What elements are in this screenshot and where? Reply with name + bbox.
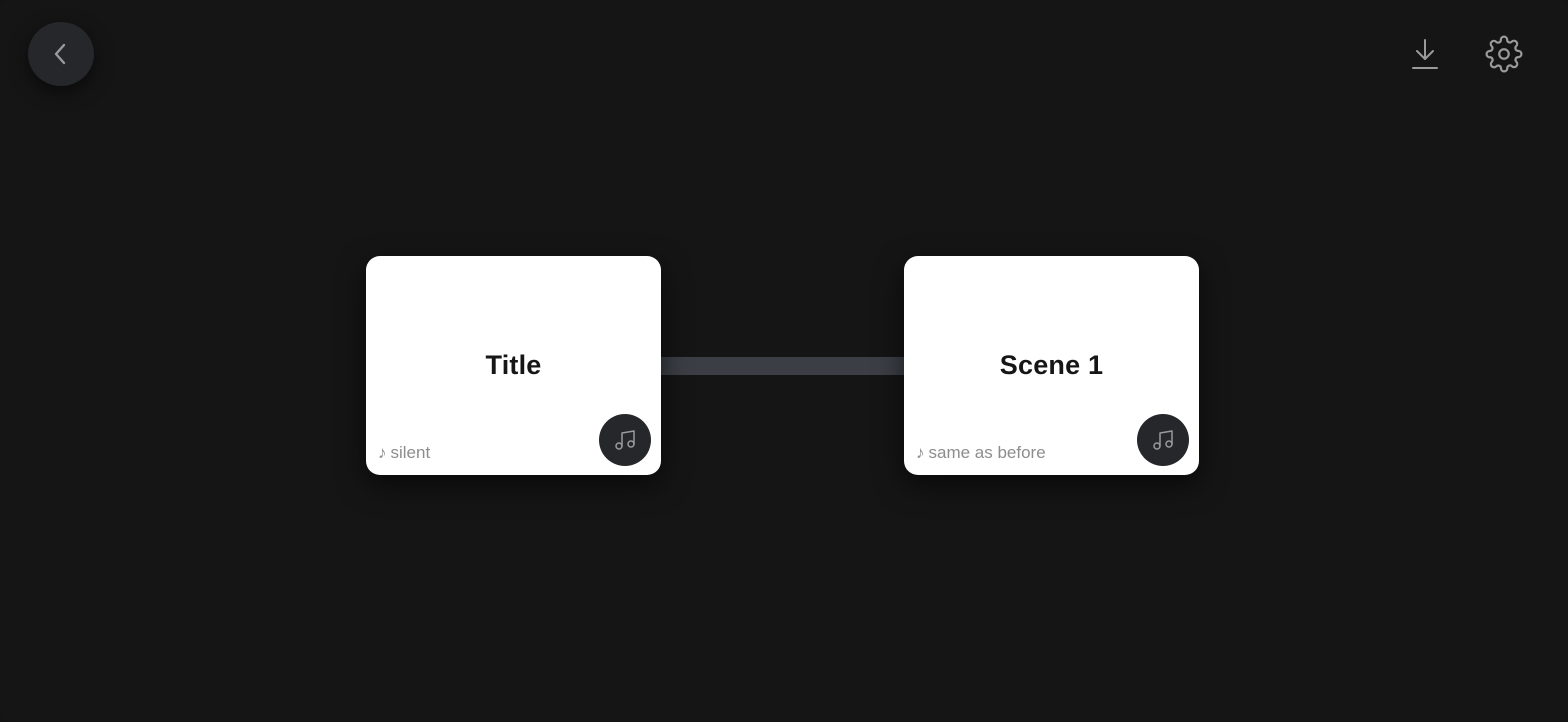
- download-button[interactable]: [1403, 32, 1447, 76]
- settings-button[interactable]: [1482, 32, 1526, 76]
- scene-card-title[interactable]: Title ♪ silent: [366, 256, 661, 475]
- chevron-left-icon: [54, 43, 66, 65]
- scene-audio-label: ♪ same as before: [916, 443, 1046, 463]
- music-button[interactable]: [599, 414, 651, 466]
- music-note-icon: [1153, 430, 1173, 450]
- music-button[interactable]: [1137, 414, 1189, 466]
- scene-card-name: Title: [485, 350, 542, 380]
- scene-audio-text: same as before: [928, 443, 1046, 462]
- music-glyph-icon: ♪: [378, 443, 387, 462]
- music-note-icon: [615, 430, 635, 450]
- node-connector: [658, 357, 908, 375]
- scene-card-name: Scene 1: [999, 350, 1104, 380]
- music-glyph-icon: ♪: [916, 443, 925, 462]
- download-icon: [1412, 39, 1438, 69]
- scene-audio-text: silent: [390, 443, 431, 462]
- scene-audio-label: ♪ silent: [378, 443, 430, 463]
- back-button[interactable]: [28, 22, 94, 86]
- gear-icon: [1485, 35, 1523, 73]
- scene-card-scene-1[interactable]: Scene 1 ♪ same as before: [904, 256, 1199, 475]
